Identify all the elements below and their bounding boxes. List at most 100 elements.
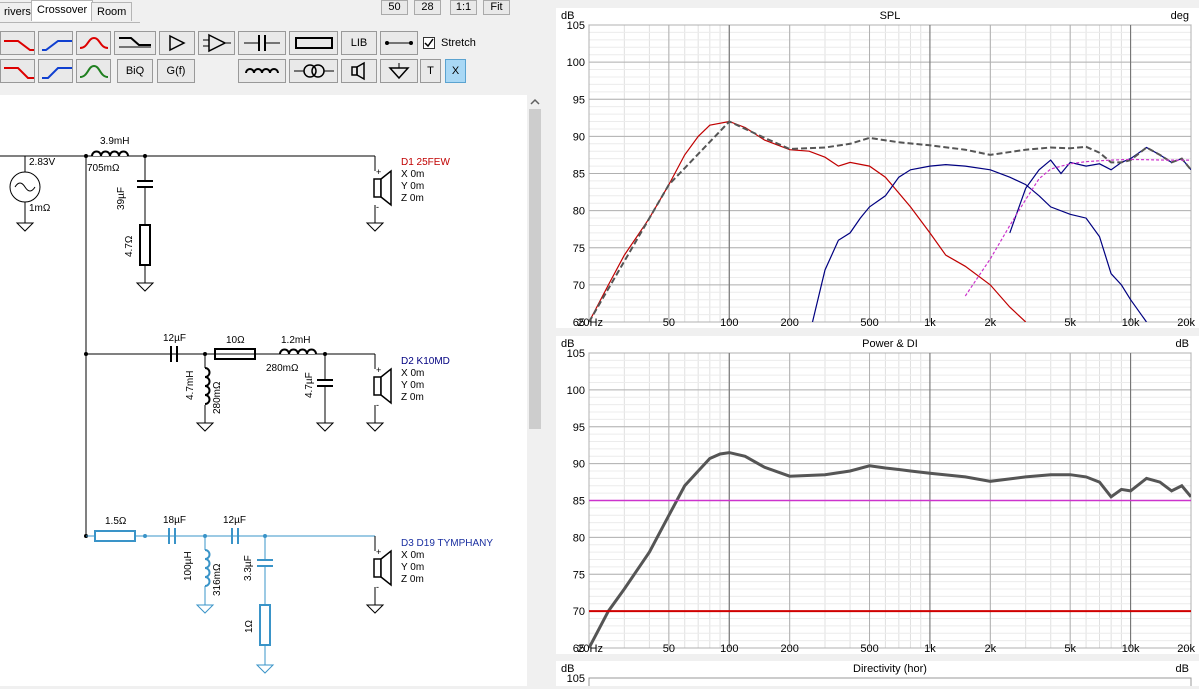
lowpass-2-button[interactable] (0, 59, 35, 83)
biquad-button[interactable]: BiQ (117, 59, 153, 83)
x-tick-label: 2k (985, 643, 997, 654)
svg-text:+: + (376, 365, 381, 375)
zoom-1to1-button[interactable]: 1:1 (450, 0, 477, 15)
d2-x-label: X 0m (401, 368, 425, 379)
ground-button[interactable] (380, 59, 418, 83)
y-tick-label: 95 (573, 422, 585, 434)
l1-value-label[interactable]: 3.9mH (100, 136, 130, 147)
l3-value-label[interactable]: 1.2mH (281, 335, 311, 346)
c5-value-label[interactable]: 12µF (223, 515, 246, 526)
shelf-filter-button[interactable] (114, 31, 156, 55)
x-tick-label: 20k (1177, 317, 1195, 328)
highpass-filter-icon (41, 67, 72, 79)
capacitor-button[interactable] (238, 31, 286, 55)
y-tick-label: 80 (573, 206, 585, 218)
c4-value-label[interactable]: 18µF (163, 515, 186, 526)
zoom-28-button[interactable]: 28 (414, 0, 441, 15)
c2-value-label[interactable]: 12µF (163, 333, 186, 344)
tab-crossover[interactable]: Crossover (31, 0, 94, 21)
y-tick-label: 65 (573, 643, 585, 654)
text-tool-button[interactable]: T (420, 59, 441, 83)
r3-value-label[interactable]: 1.5Ω (105, 516, 127, 527)
y-tick-label: 100 (567, 385, 585, 397)
l2-value-label[interactable]: 4.7mH (185, 370, 196, 400)
speaker-button[interactable] (341, 59, 377, 83)
bandpass-red-button[interactable] (76, 31, 111, 55)
r1-value-label[interactable]: 4.7Ω (124, 235, 135, 257)
x-tick-label: 2k (985, 317, 997, 328)
highpass-filter-icon (41, 40, 72, 51)
scroll-up-icon (530, 98, 540, 105)
y-tick-label: 75 (573, 243, 585, 255)
lowpass-red-button[interactable] (0, 31, 35, 55)
l2-resistance-label: 280mΩ (212, 381, 223, 415)
tab-bar: rivers Crossover Room (0, 0, 140, 23)
x-tick-label: 500 (860, 643, 878, 654)
y-axis-unit-label: dB (561, 338, 574, 350)
tab-room[interactable]: Room (91, 2, 133, 21)
resistor-button[interactable] (289, 31, 338, 55)
x-tick-label: 1k (924, 643, 936, 654)
driver-d3-label[interactable]: D3 D19 TYMPHANY (401, 538, 494, 549)
check-icon (424, 38, 434, 48)
ground-icon (388, 63, 410, 80)
y-tick-label: 90 (573, 459, 585, 471)
inductor-icon (245, 68, 279, 74)
x-tick-label: 200 (780, 643, 798, 654)
driver-d1-label[interactable]: D1 25FEW (401, 157, 450, 168)
y-tick-label: 105 (567, 348, 585, 360)
c3-value-label[interactable]: 4.7µF (304, 372, 315, 398)
c6-value-label[interactable]: 3.3µF (243, 555, 254, 581)
schematic-canvas[interactable]: +- +- +- 2.83V 1mΩ 3.9mH 705mΩ 39µF 4.7Ω… (0, 95, 527, 686)
y-tick-label: 80 (573, 532, 585, 544)
d1-x-label: X 0m (401, 169, 425, 180)
x-tick-label: 10k (1122, 643, 1140, 654)
transformer-icon (293, 64, 334, 78)
shelf-filter-icon (119, 37, 151, 48)
wire-button[interactable] (380, 31, 418, 55)
delete-x-button[interactable]: X (445, 59, 466, 83)
bandpass-green-button[interactable] (76, 59, 111, 83)
x-tick-label: 10k (1122, 317, 1140, 328)
svg-text:-: - (376, 202, 379, 211)
svg-text:+: + (376, 167, 381, 177)
library-button[interactable]: LIB (341, 31, 377, 55)
opamp-icon (202, 33, 231, 53)
stretch-label: Stretch (441, 37, 476, 49)
plot-area (588, 677, 1192, 689)
speaker-d2-icon: +- (373, 365, 392, 409)
highpass-blue-button[interactable] (38, 31, 73, 55)
svg-text:-: - (376, 582, 379, 591)
x-tick-label: 100 (720, 643, 738, 654)
c1-value-label[interactable]: 39µF (116, 187, 127, 210)
inductor-button[interactable] (238, 59, 286, 83)
schematic-scrollbar[interactable] (527, 95, 543, 686)
opamp-button[interactable] (198, 31, 235, 55)
x-tick-label: 50 (663, 643, 675, 654)
buffer-button[interactable] (159, 31, 195, 55)
d1-z-label: Z 0m (401, 193, 424, 204)
r2-value-label[interactable]: 10Ω (226, 335, 245, 346)
stretch-checkbox[interactable] (423, 37, 435, 49)
x-tick-label: 5k (1064, 643, 1076, 654)
l3-resistance-label: 280mΩ (266, 363, 299, 374)
series-line-1 (811, 163, 1147, 322)
series-line-3 (589, 120, 1191, 322)
y-tick-label: 105 (567, 673, 585, 685)
bandpass-filter-icon (79, 64, 108, 78)
x-tick-label: 50 (663, 317, 675, 328)
driver-d2-label[interactable]: D2 K10MD (401, 356, 450, 367)
zoom-fit-button[interactable]: Fit (483, 0, 510, 15)
zoom-50-button[interactable]: 50 (381, 0, 408, 15)
scrollbar-thumb[interactable] (529, 109, 541, 429)
transformer-button[interactable] (289, 59, 338, 83)
speaker-d3-icon: +- (373, 547, 392, 591)
transfer-function-button[interactable]: G(f) (157, 59, 195, 83)
highpass-2-button[interactable] (38, 59, 73, 83)
d2-z-label: Z 0m (401, 392, 424, 403)
r4-value-label[interactable]: 1Ω (244, 619, 255, 633)
l4-value-label[interactable]: 100µH (183, 551, 194, 581)
